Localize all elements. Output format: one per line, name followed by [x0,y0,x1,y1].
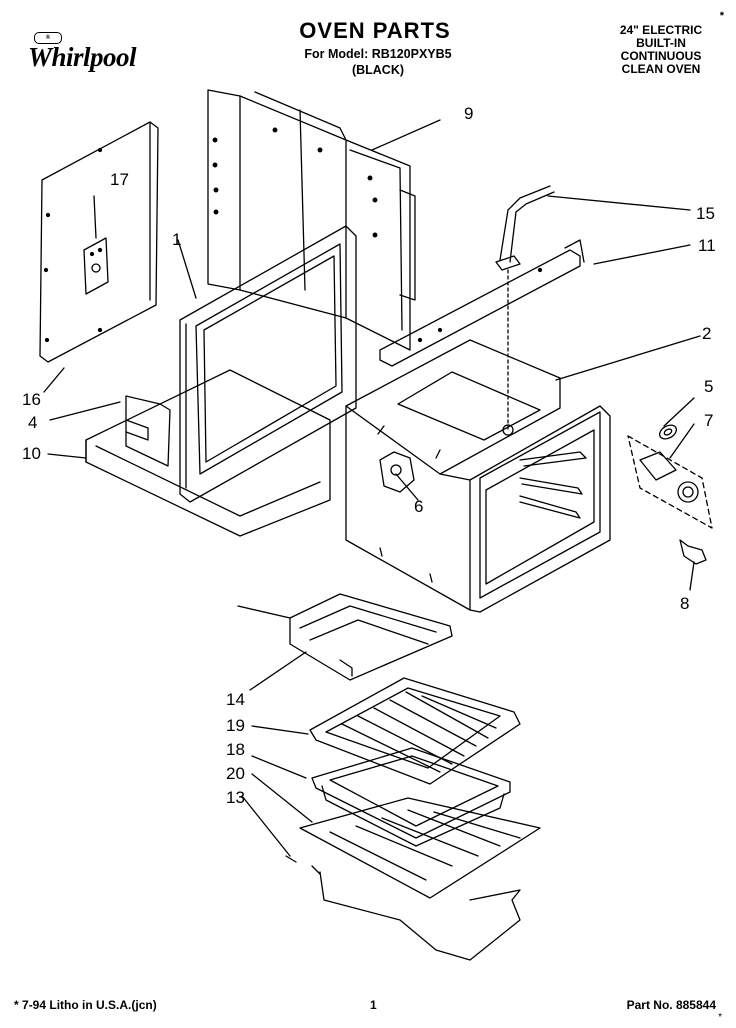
callout-20: 20 [226,764,245,783]
litho-info: * 7-94 Litho in U.S.A.(jcn) [14,998,157,1012]
callout-1: 1 [172,230,182,249]
cutaway-outline [319,871,521,961]
callout-10: 10 [22,444,41,463]
spec-line: CONTINUOUS [620,49,702,63]
callout-18: 18 [226,740,245,759]
logo-badge: ® [34,32,62,44]
bracket-part-17 [83,237,109,295]
side-bracket-part-4 [125,395,171,467]
spec-line: 24" ELECTRIC [619,23,703,37]
bake-element-part-14 [237,593,453,681]
back-wall-part-9 [207,89,416,351]
callout-16: 16 [22,390,41,409]
litho-mark: * [14,998,19,1012]
callout-5: 5 [704,377,714,396]
oven-cavity-part-2 [345,339,611,613]
cavity-part-6 [379,451,415,493]
rear-panel-part-16 [39,121,159,363]
top-channel-part-11 [379,239,585,367]
front-frame-part-1 [179,225,357,503]
corner-mark: * [718,1012,722,1023]
oven-rack-part-13 [285,797,541,899]
callout-9: 9 [464,104,474,123]
thermostat-assembly-part-7 [627,435,713,529]
sensor-part-15 [495,185,555,431]
callout-11: 11 [698,236,716,255]
model-info: For Model: RB120PXYB5 (BLACK) [268,46,488,78]
page-number: 1 [370,998,377,1012]
model-color: (BLACK) [351,63,405,77]
litho-text: 7-94 Litho in U.S.A.(jcn) [22,998,157,1012]
callout-7: 7 [704,411,714,430]
callout-15: 15 [696,204,715,223]
spec-line: CLEAN OVEN [621,62,701,76]
bottom-tray-part-10 [85,369,331,537]
broiler-grid-part-19 [309,677,521,785]
callout-14: 14 [226,690,245,709]
callout-17: 17 [110,170,129,189]
broiler-pan-part-18 [311,747,511,847]
leader-lines [43,119,701,857]
bulb-part-8 [679,539,707,565]
callout-2: 2 [702,324,712,343]
spec-star: * [719,10,724,22]
callout-4: 4 [28,413,38,432]
gasket-part-5 [658,424,678,440]
page-title: OVEN PARTS [299,18,451,43]
part-number: Part No. 885844 [626,998,716,1012]
whirlpool-logo: ® Whirlpool [22,30,152,74]
callout-6: 6 [414,497,424,516]
model-number: For Model: RB120PXYB5 [304,47,452,61]
logo-wordmark: Whirlpool [28,42,137,72]
callout-19: 19 [226,716,245,735]
oven-spec: 24" ELECTRIC BUILT-IN CONTINUOUS CLEAN O… [606,24,716,76]
callout-13: 13 [226,788,245,807]
spec-line: BUILT-IN [636,36,686,50]
callout-8: 8 [680,594,690,613]
